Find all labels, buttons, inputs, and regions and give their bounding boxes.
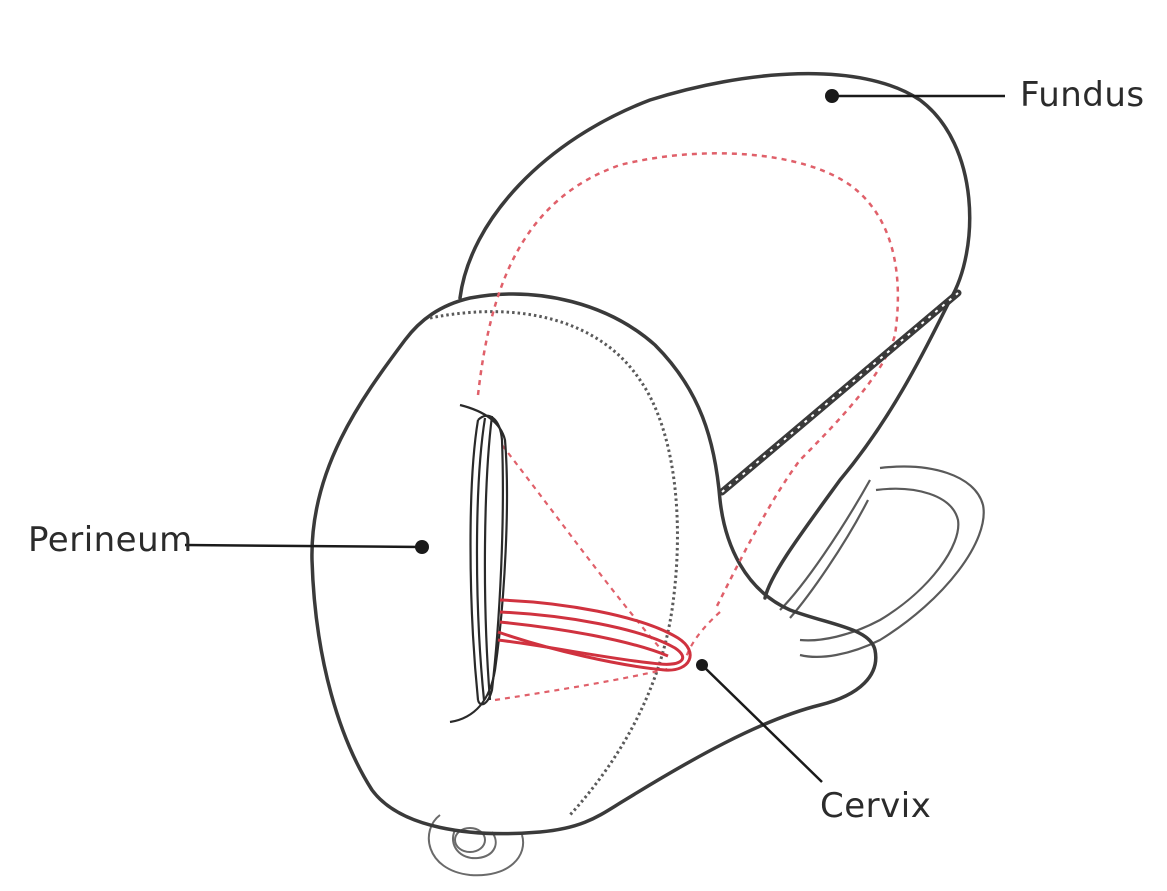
perineum-opening (449, 403, 509, 724)
callout-cervix (696, 659, 823, 783)
fundus-outline (458, 71, 972, 600)
front-body-outline (310, 292, 878, 836)
label-perineum: Perineum (28, 520, 193, 560)
support-frame (779, 465, 985, 658)
label-cervix: Cervix (820, 786, 932, 826)
vaginal-canal-dashed (494, 444, 721, 702)
cervix-canal (497, 598, 692, 672)
front-seam-dotted (429, 310, 679, 817)
perforated-strap (718, 289, 962, 496)
label-fundus: Fundus (1020, 75, 1145, 115)
callout-fundus (825, 89, 1005, 103)
internal-cavity-dashed (476, 152, 900, 611)
base-loop (427, 814, 525, 877)
callout-perineum (184, 540, 429, 554)
